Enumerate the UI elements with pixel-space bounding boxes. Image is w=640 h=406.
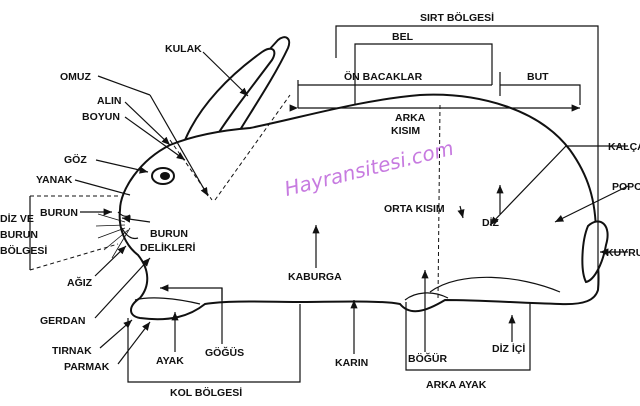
label-agiz: AĞIZ xyxy=(67,276,93,289)
label-kulak: KULAK xyxy=(165,43,202,55)
label-orta-kisim: ORTA KISIM xyxy=(384,203,445,215)
label-arka: ARKA xyxy=(395,112,426,124)
label-boyun: BOYUN xyxy=(82,111,120,123)
neck-divider xyxy=(214,94,291,201)
front-paw-line xyxy=(134,297,201,305)
label-gogus: GÖĞÜS xyxy=(205,346,244,359)
rabbit-outline xyxy=(29,36,609,321)
label-kol-bolgesi: KOL BÖLGESİ xyxy=(170,386,242,399)
but-bracket xyxy=(500,84,581,105)
label-yanak: YANAK xyxy=(36,174,73,186)
pointer-lines xyxy=(74,51,629,365)
bel-bracket xyxy=(354,43,493,105)
label-goz: GÖZ xyxy=(64,153,87,166)
label-burun-delikleri-2: DELİKLERİ xyxy=(140,241,196,254)
label-but: BUT xyxy=(527,71,549,83)
label-arka-ayak: ARKA AYAK xyxy=(426,379,487,391)
sirt-bracket xyxy=(335,25,599,290)
label-diz-ve: DİZ VE xyxy=(0,212,34,225)
label-alin: ALIN xyxy=(97,95,122,107)
label-bel: BEL xyxy=(392,31,414,43)
label-popo: POPO xyxy=(612,181,640,193)
head-divider xyxy=(169,139,213,201)
label-on-bacaklar: ÖN BACAKLAR xyxy=(344,70,423,83)
hind-leg-line xyxy=(429,276,561,293)
face-divider-bottom xyxy=(29,243,119,271)
label-parmak: PARMAK xyxy=(64,361,110,373)
label-gerdan: GERDAN xyxy=(40,315,86,327)
labels: SIRT BÖLGESİ BEL ÖN BACAKLAR BUT ARKA KI… xyxy=(0,11,640,399)
front-ear xyxy=(183,47,276,152)
label-tirnak: TIRNAK xyxy=(52,345,92,357)
mid-divider xyxy=(437,104,441,301)
rabbit-body xyxy=(118,93,600,321)
label-bogur: BÖĞÜR xyxy=(408,352,448,365)
mouth-line xyxy=(121,227,139,240)
label-diz-ve-bolgesi: BÖLGESİ xyxy=(0,244,47,257)
label-kalca: KALÇA xyxy=(608,141,640,153)
label-kisim: KISIM xyxy=(391,125,420,137)
label-karin: KARIN xyxy=(335,357,368,369)
label-diz-ve-burun: BURUN xyxy=(0,229,38,241)
arka-ayak-bracket xyxy=(405,302,531,371)
whiskers xyxy=(95,213,131,259)
label-diz-ici: DİZ İÇİ xyxy=(492,342,525,355)
label-burun-delikleri-1: BURUN xyxy=(150,228,188,240)
label-sirt-bolgesi: SIRT BÖLGESİ xyxy=(420,11,494,24)
label-burun: BURUN xyxy=(40,207,78,219)
label-diz: DİZ xyxy=(482,216,500,229)
label-ayak: AYAK xyxy=(156,355,184,367)
label-kuyruk: KUYRUK xyxy=(606,247,640,259)
label-kaburga: KABURGA xyxy=(288,271,342,283)
pupil xyxy=(160,172,170,180)
hind-paw-line xyxy=(404,292,449,301)
top-brackets xyxy=(289,25,599,290)
label-omuz: OMUZ xyxy=(60,71,91,83)
